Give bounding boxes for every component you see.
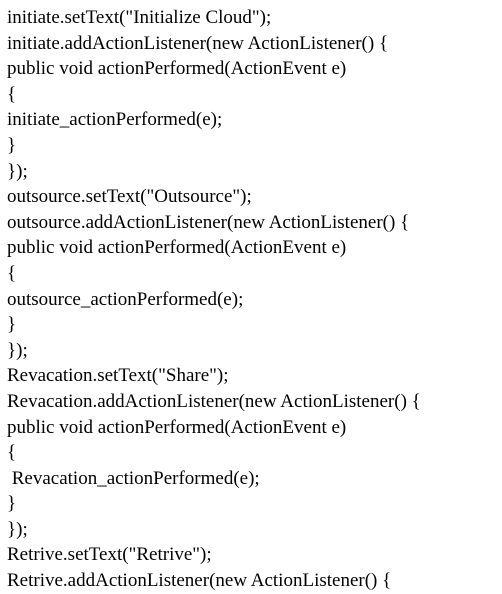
code-line-13: } [7, 314, 17, 336]
code-line-12: outsource_actionPerformed(e); [7, 288, 244, 310]
code-line-3: public void actionPerformed(ActionEvent … [7, 58, 347, 80]
code-line-11: { [7, 262, 17, 284]
code-listing: initiate.setText("Initialize Cloud"); in… [7, 5, 497, 594]
code-line-1: initiate.setText("Initialize Cloud"); [7, 7, 272, 28]
code-line-15: Revacation.setText("Share"); [7, 365, 229, 387]
code-line-14: }); [7, 339, 28, 361]
code-line-5: initiate_actionPerformed(e); [7, 109, 223, 131]
code-line-22: Retrive.setText("Retrive"); [7, 544, 212, 566]
code-line-4: { [7, 83, 17, 105]
code-line-9: outsource.addActionListener(new ActionLi… [7, 211, 410, 233]
code-line-17: public void actionPerformed(ActionEvent … [7, 416, 347, 438]
code-line-18: { [7, 442, 17, 464]
code-line-8: outsource.setText("Outsource"); [7, 186, 252, 208]
code-line-2: initiate.addActionListener(new ActionLis… [7, 32, 389, 54]
code-line-21: }); [7, 518, 28, 540]
code-line-7: }); [7, 160, 28, 182]
code-line-10: public void actionPerformed(ActionEvent … [7, 237, 347, 259]
code-line-20: } [7, 493, 17, 515]
code-line-6: } [7, 134, 17, 156]
code-line-23: Retrive.addActionListener(new ActionList… [7, 570, 392, 592]
code-line-19: Revacation_actionPerformed(e); [7, 467, 260, 489]
code-line-16: Revacation.addActionListener(new ActionL… [7, 390, 421, 412]
